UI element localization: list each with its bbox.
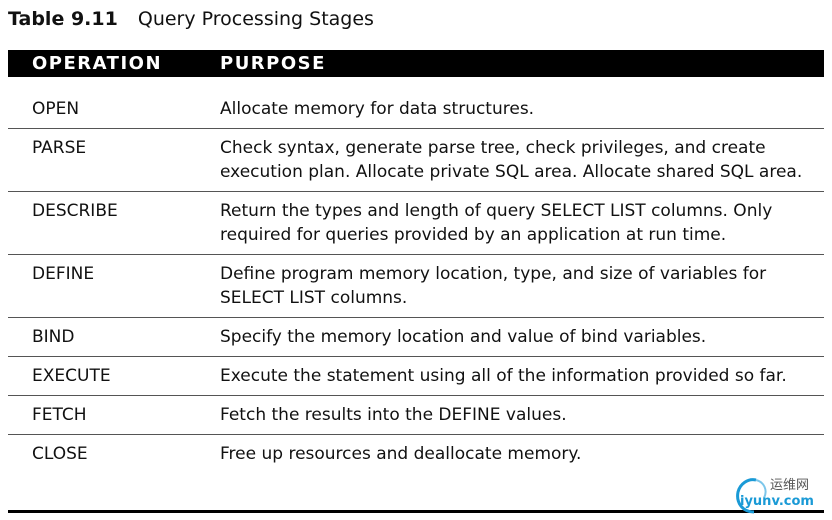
operation-cell: OPEN [32,99,80,119]
table-row: BIND Specify the memory location and val… [8,318,824,357]
operation-cell: PARSE [32,138,87,158]
table-row: FETCH Fetch the results into the DEFINE … [8,396,824,435]
table-number: Table 9.11 [8,8,118,30]
operation-cell: BIND [32,327,75,347]
table-title: Query Processing Stages [137,8,374,30]
table-row: CLOSE Free up resources and deallocate m… [8,435,824,466]
watermark: 运维网 iyunv.com [732,472,828,516]
watermark-domain: iyunv.com [740,494,814,509]
purpose-cell: Execute the statement using all of the i… [220,366,787,386]
table-body: OPEN Allocate memory for data structures… [8,90,824,466]
table-header: OPERATION PURPOSE [8,50,824,77]
purpose-cell: Fetch the results into the DEFINE values… [220,405,567,425]
table-row: DEFINE Define program memory location, t… [8,255,824,318]
column-header-purpose: PURPOSE [220,53,326,74]
operation-cell: DEFINE [32,264,95,284]
table-row: OPEN Allocate memory for data structures… [8,90,824,129]
operation-cell: CLOSE [32,444,88,464]
table-row: EXECUTE Execute the statement using all … [8,357,824,396]
watermark-site-name: 运维网 [770,478,810,493]
purpose-cell: Specify the memory location and value of… [220,327,707,347]
swirl-logo-icon [736,478,767,514]
column-header-operation: OPERATION [32,53,163,74]
purpose-cell: Return the types and length of query SEL… [220,201,773,245]
operation-cell: DESCRIBE [32,201,118,221]
purpose-cell: Allocate memory for data structures. [220,99,535,119]
table-row: DESCRIBE Return the types and length of … [8,192,824,255]
table-caption: Table 9.11 Query Processing Stages [8,7,374,31]
purpose-cell: Check syntax, generate parse tree, check… [220,138,803,182]
operation-cell: EXECUTE [32,366,111,386]
table-bottom-rule [8,510,824,513]
purpose-cell: Define program memory location, type, an… [220,264,767,308]
table-row: PARSE Check syntax, generate parse tree,… [8,129,824,192]
purpose-cell: Free up resources and deallocate memory. [220,444,582,464]
operation-cell: FETCH [32,405,87,425]
